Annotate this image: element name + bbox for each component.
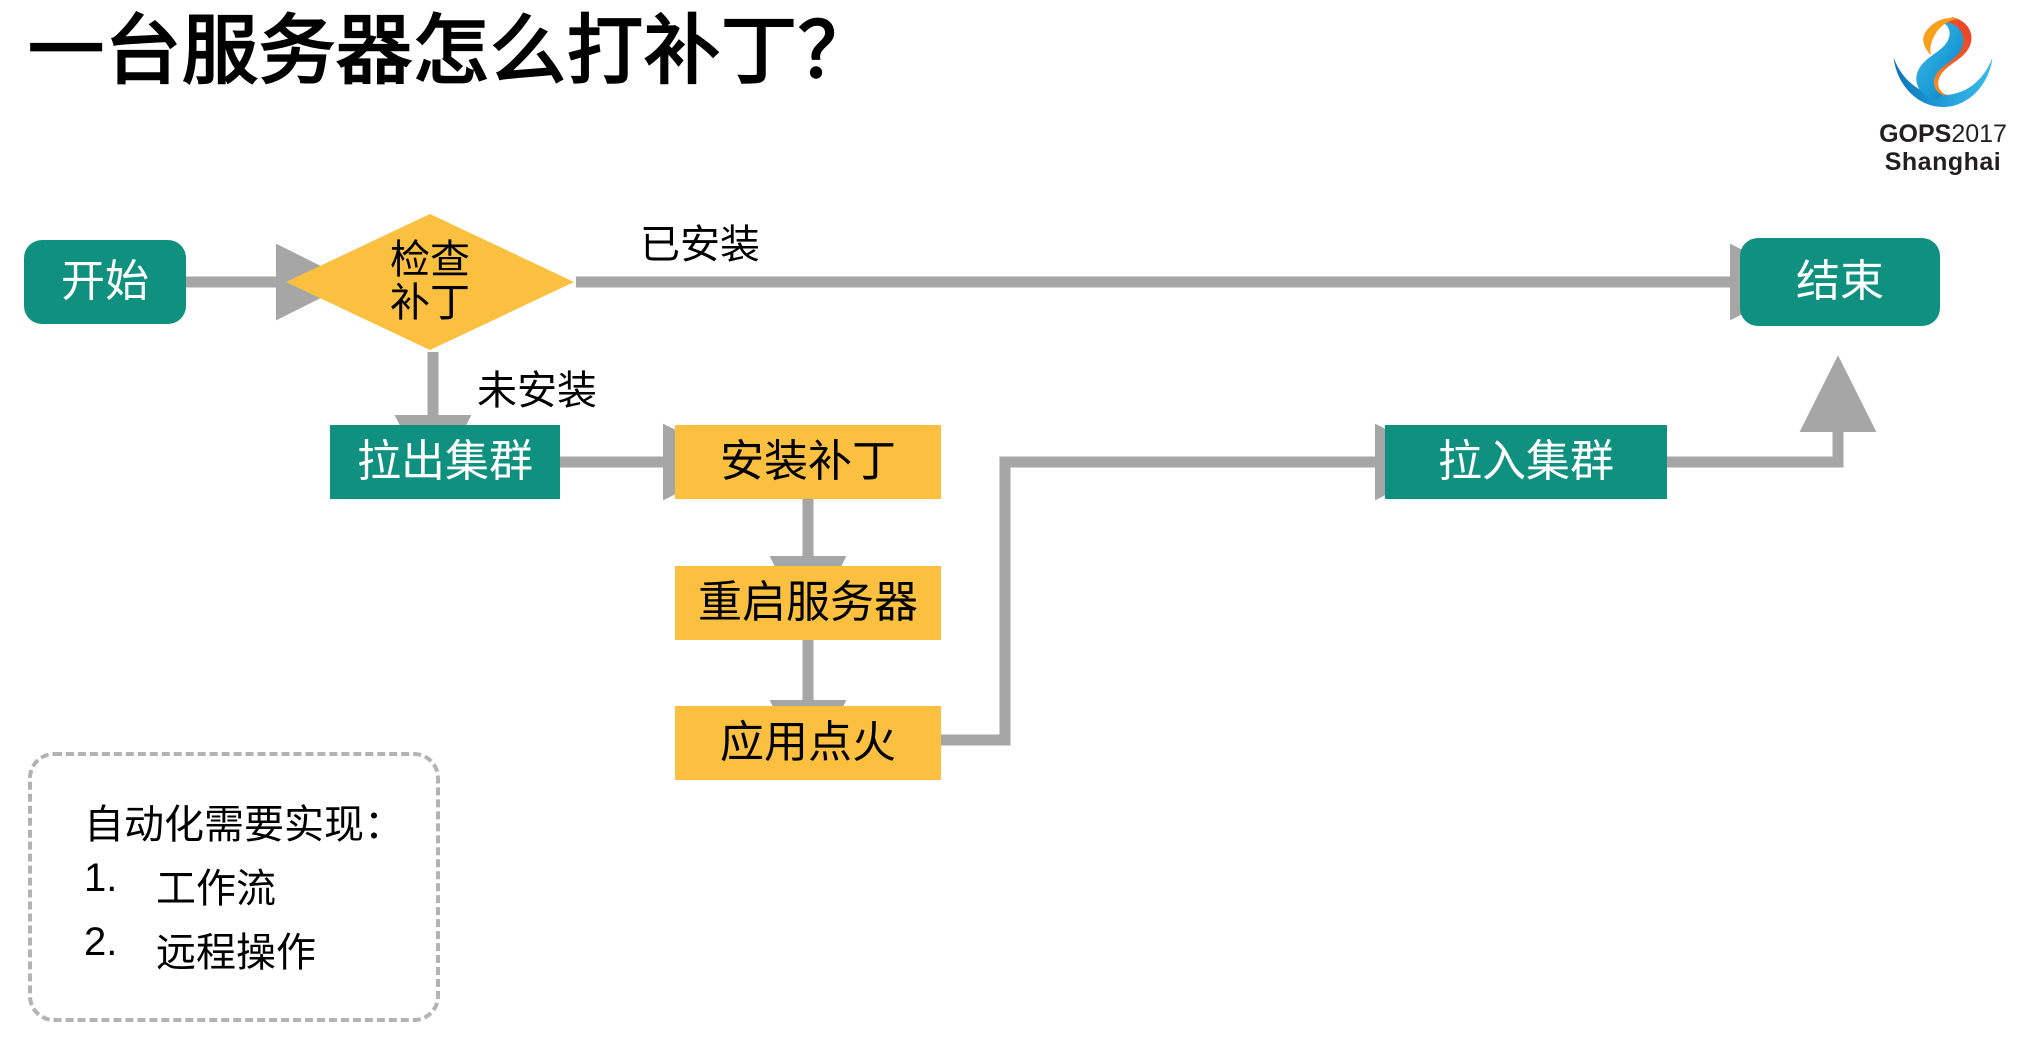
flow-node-app-ignite-label: 应用点火 [720, 717, 896, 767]
flow-node-reboot-server-label: 重启服务器 [698, 577, 918, 627]
flow-node-reboot-server[interactable]: 重启服务器 [675, 566, 941, 640]
logo-gops-text: GOPS [1879, 120, 1952, 148]
note-item-text: 远程操作 [156, 931, 316, 975]
flow-node-app-ignite[interactable]: 应用点火 [675, 706, 941, 780]
flow-node-pull-out[interactable]: 拉出集群 [330, 425, 560, 499]
flow-node-pull-in[interactable]: 拉入集群 [1385, 425, 1667, 499]
flow-node-end[interactable]: 结束 [1740, 238, 1940, 326]
note-list-item: 1. 工作流 [84, 856, 436, 914]
note-item-text: 工作流 [156, 867, 276, 911]
logo-year-text: 2017 [1951, 120, 2007, 148]
gops-swirl-logo-icon [1893, 17, 1993, 107]
flow-node-start-label: 开始 [61, 256, 149, 306]
note-item-number: 1. [84, 856, 118, 900]
gops-logo: GOPS2017 Shanghai [1858, 8, 2028, 188]
flow-node-install-patch[interactable]: 安装补丁 [675, 425, 941, 499]
logo-primary-text: GOPS2017 [1858, 120, 2028, 148]
logo-city-text: Shanghai [1884, 148, 2002, 176]
flow-node-install-patch-label: 安装补丁 [720, 436, 896, 486]
edge-pullin-to-end [1667, 355, 1877, 468]
note-item-number: 2. [84, 920, 118, 964]
flow-node-check-patch-label: 检查 补丁 [286, 214, 574, 350]
flow-node-check-patch[interactable]: 检查 补丁 [286, 214, 574, 350]
page-title: 一台服务器怎么打补丁？ [28, 9, 875, 94]
edge-label-not-installed: 未安装 [477, 369, 597, 413]
edge-ignite-to-pullin [941, 423, 1452, 746]
flow-node-pull-in-label: 拉入集群 [1438, 436, 1614, 486]
flow-node-pull-out-label: 拉出集群 [357, 436, 533, 486]
flow-node-end-label: 结束 [1796, 256, 1884, 306]
flow-node-start[interactable]: 开始 [24, 240, 186, 324]
flow-node-check-patch-line2: 补丁 [390, 281, 470, 325]
note-callout: 自动化需要实现： 1. 工作流 2. 远程操作 [28, 752, 440, 1022]
note-list-item: 2. 远程操作 [84, 920, 436, 978]
note-title: 自动化需要实现： [84, 803, 404, 847]
edge-label-installed: 已安装 [640, 223, 760, 267]
flow-node-check-patch-line1: 检查 [390, 237, 470, 282]
